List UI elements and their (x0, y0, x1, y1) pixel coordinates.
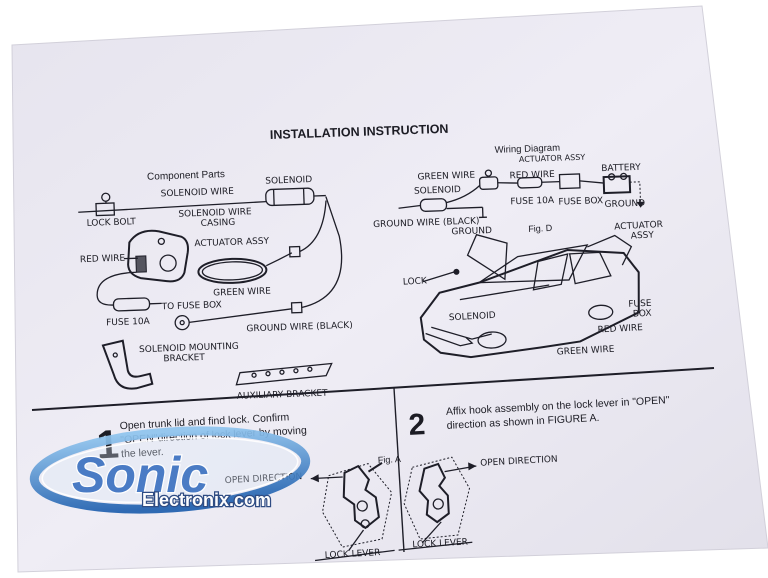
watermark-brand-electronix: Electronix.com (142, 490, 271, 510)
solenoid-mounting-bracket (101, 339, 154, 390)
fig-d-label-actuator-2: ASSY (631, 230, 655, 241)
car-body (419, 233, 640, 359)
wd-label-ground-2: GROUND (451, 226, 492, 237)
fig-d-label-lock: LOCK (403, 276, 429, 287)
fig-a-lock-lever-2: LOCK LEVER (412, 538, 468, 551)
label-solenoid-wire-casing-2: CASING (201, 218, 236, 229)
wd-battery (602, 172, 645, 208)
ground-wire-part (174, 196, 343, 331)
solenoid-part (265, 187, 326, 207)
watermark-brand-sonic: Sonic (72, 447, 208, 503)
component-parts-diagram: Component Parts SOLENOID SOLENOID WIRE L… (78, 169, 353, 402)
green-wire-coil (197, 200, 327, 284)
component-parts-heading: Component Parts (147, 169, 225, 183)
fuse-10a-part (96, 271, 162, 312)
wiring-diagram-heading: Wiring Diagram (494, 143, 560, 156)
label-mounting-bracket-1: SOLENOID MOUNTING (139, 342, 239, 355)
label-lock-bolt: LOCK BOLT (86, 217, 136, 229)
fig-d-label-green-wire: GREEN WIRE (557, 345, 615, 358)
section-divider-vertical (393, 387, 405, 553)
sonic-electronix-watermark: Sonic Electronix.com (29, 426, 311, 514)
fig-d-label-red-wire: RED WIRE (597, 323, 643, 335)
label-green-wire: GREEN WIRE (213, 287, 271, 299)
fig-d-car-diagram: Fig. D ACTUATOR ASSY LOCK SOLENOID FUSE … (403, 220, 663, 359)
page-title: INSTALLATION INSTRUCTION (270, 122, 449, 142)
fig-d-caption: Fig. D (528, 223, 553, 234)
wd-label-red-wire: RED WIRE (509, 170, 555, 182)
wd-label-battery: BATTERY (601, 163, 641, 174)
actuator-assy-part (127, 229, 189, 283)
label-ground-wire-black: GROUND WIRE (BLACK) (246, 321, 353, 335)
label-solenoid-wire-casing-1: SOLENOID WIRE (178, 207, 252, 220)
wd-label-ground-1: GROUND (604, 199, 645, 210)
wd-label-fuse-10a: FUSE 10A (510, 196, 555, 208)
label-solenoid-wire: SOLENOID WIRE (161, 187, 235, 200)
label-red-wire: RED WIRE (80, 254, 126, 266)
fig-a-lock-left (310, 462, 395, 562)
section-divider (31, 367, 715, 411)
fig-a-open-direction-2: OPEN DIRECTION (480, 455, 558, 469)
label-mounting-bracket-2: BRACKET (163, 353, 205, 364)
label-actuator-assy: ACTUATOR ASSY (194, 237, 269, 250)
step-2-number: 2 (408, 408, 426, 442)
fig-a-lock-right (398, 456, 477, 551)
step-1-line-3: the lever. (121, 446, 164, 460)
fig-d-label-fuse-2: BOX (633, 309, 652, 320)
fig-a-lock-lever-1: LOCK LEVER (325, 548, 381, 561)
label-fuse-10a: FUSE 10A (106, 317, 151, 329)
fig-a-diagram: Fig. A OPEN DIRECTION LOCK LEVER OPEN DI… (225, 454, 558, 562)
wd-label-ground-wire-black: GROUND WIRE (BLACK) (373, 216, 480, 230)
fig-d-label-actuator-1: ACTUATOR (614, 220, 663, 233)
label-solenoid: SOLENOID (265, 175, 312, 187)
wd-label-solenoid: SOLENOID (414, 185, 461, 197)
wiring-diagram: Wiring Diagram ACTUATOR ASSY GREEN WIRE … (373, 143, 645, 238)
label-to-fuse-box: TO FUSE BOX (160, 300, 221, 312)
fig-a-caption: Fig. A (378, 454, 402, 465)
wd-label-actuator-assy: ACTUATOR ASSY (519, 153, 586, 164)
auxiliary-bracket-part (235, 362, 333, 386)
fig-d-label-solenoid: SOLENOID (449, 311, 496, 323)
wd-label-fuse-box: FUSE BOX (558, 196, 603, 208)
lock-bolt-part (78, 192, 267, 217)
wd-solenoid (398, 184, 481, 212)
fig-d-label-fuse-1: FUSE (628, 299, 652, 310)
wd-label-green-wire: GREEN WIRE (417, 171, 475, 183)
